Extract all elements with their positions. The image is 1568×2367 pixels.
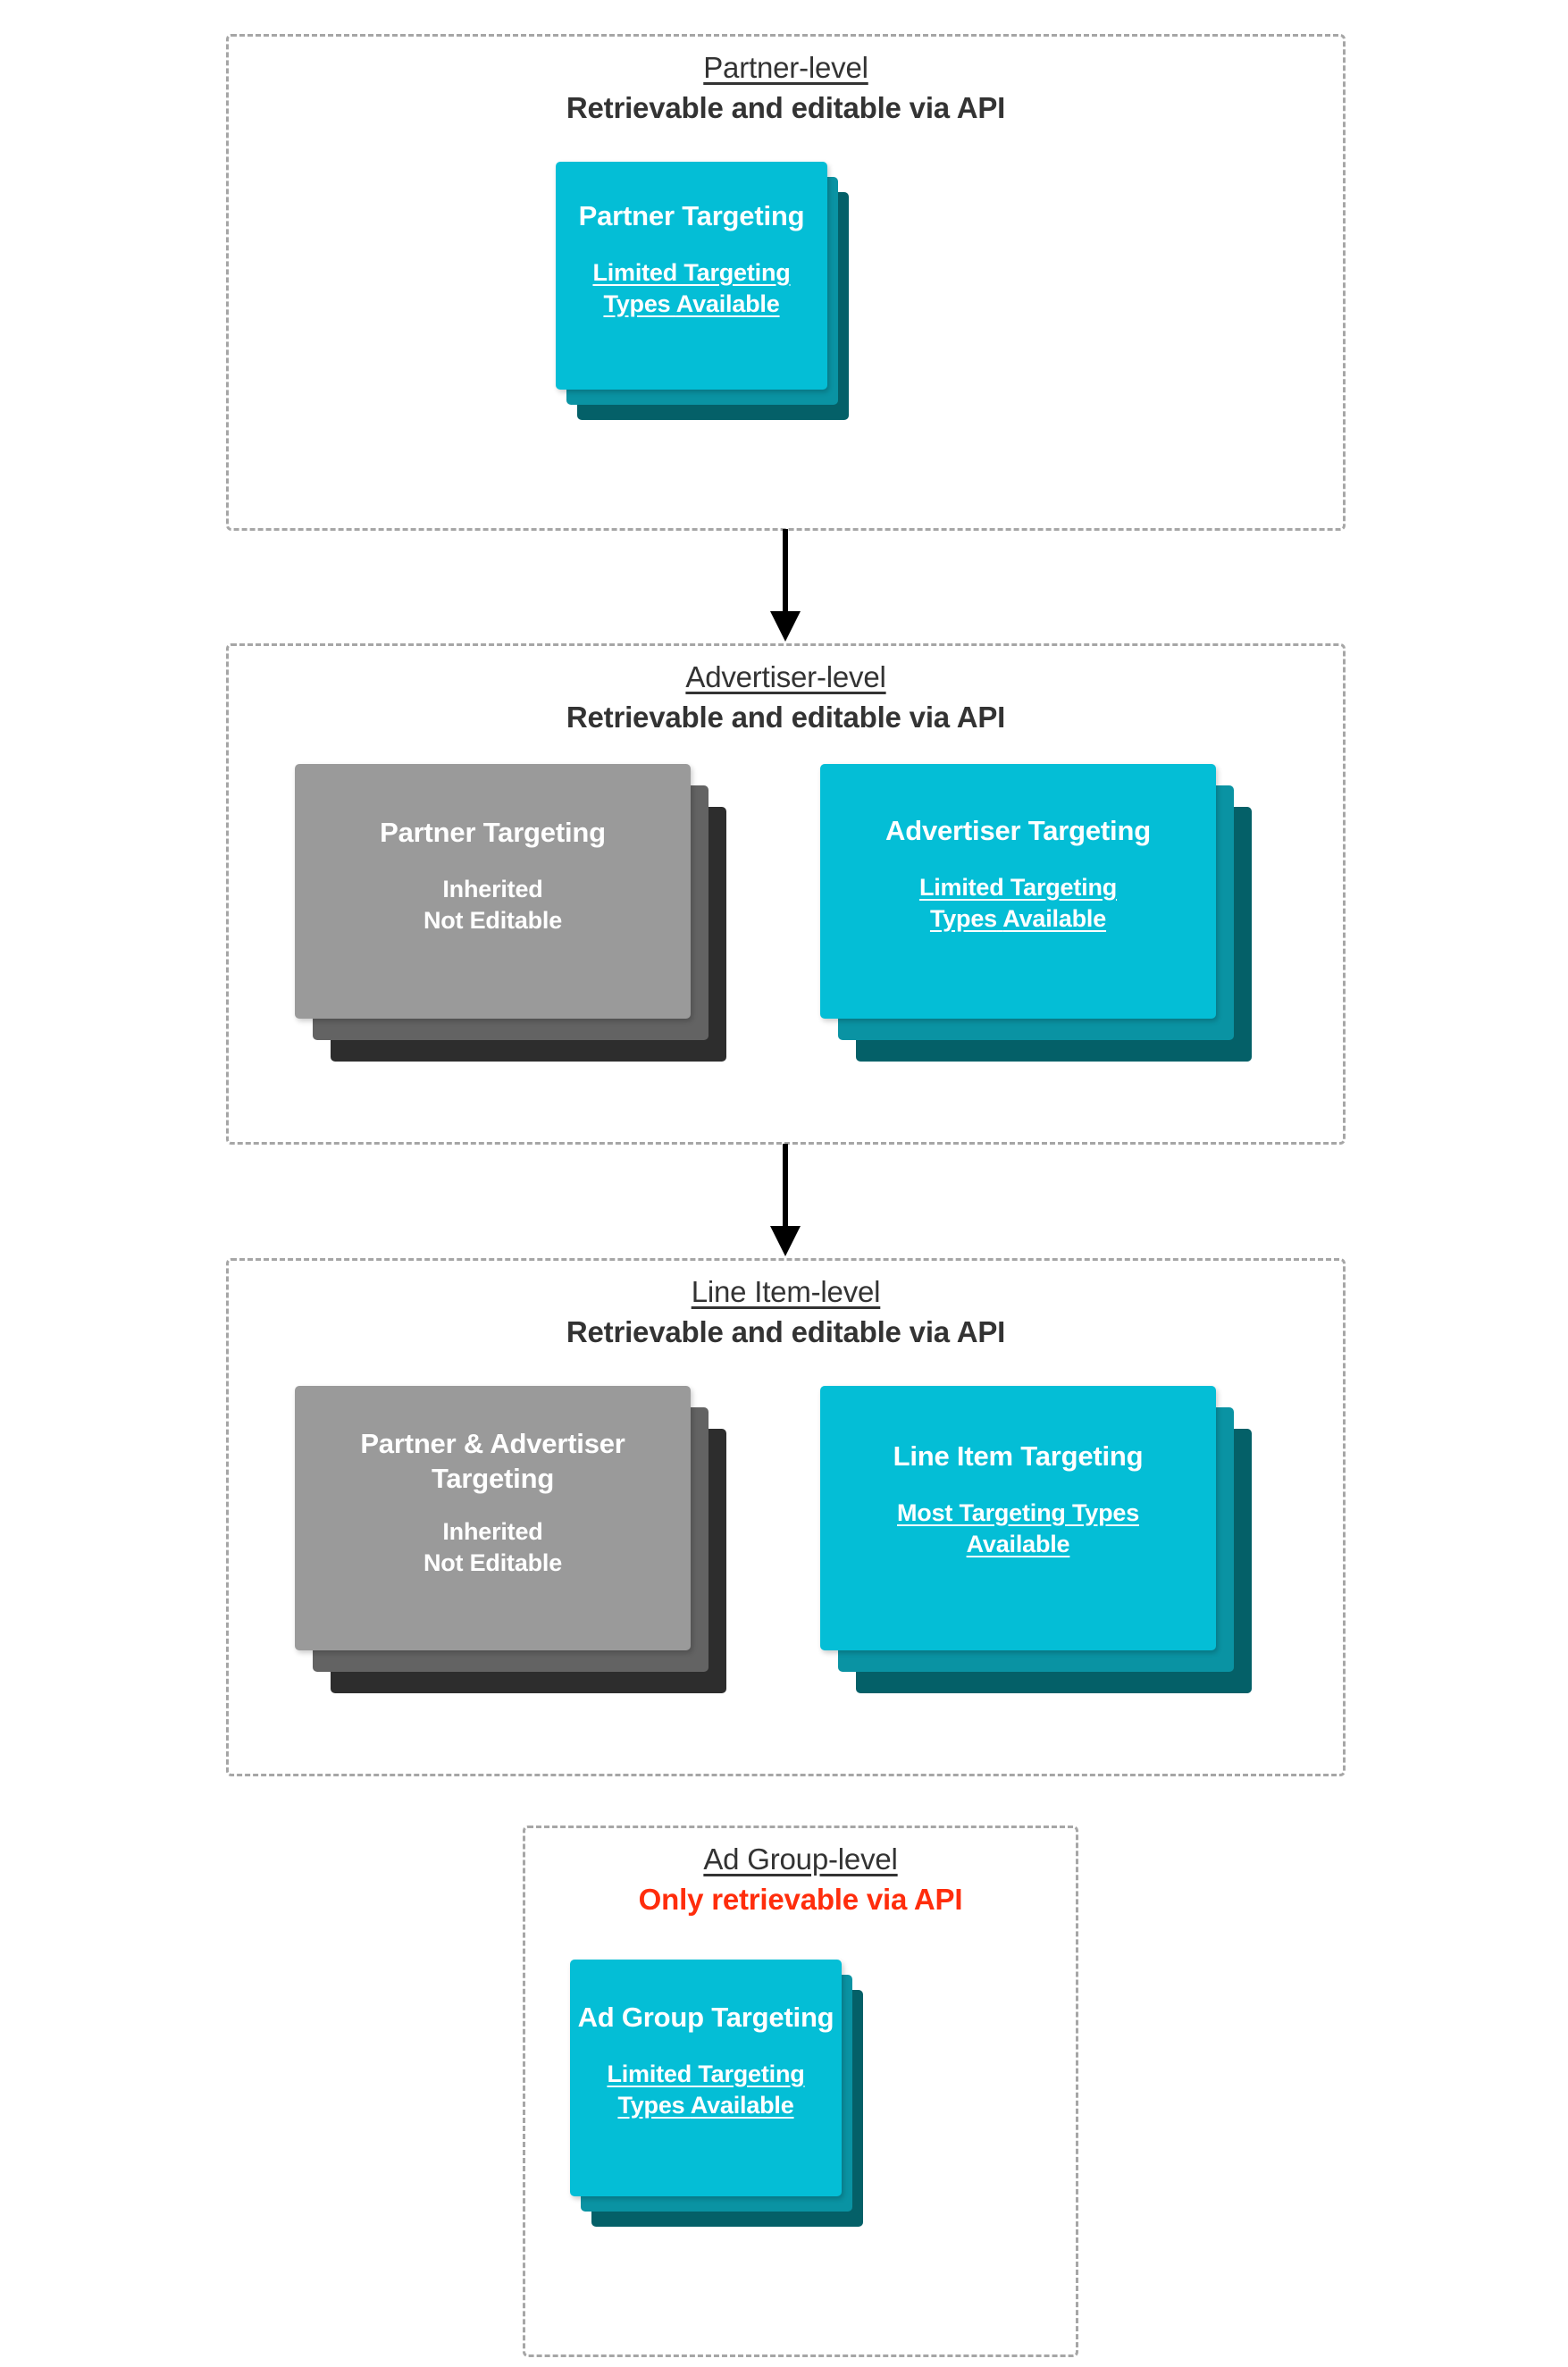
card-note-line2: Available (690, 2091, 794, 2119)
level-title-line-item: Line Item-level (691, 1275, 881, 1308)
level-header-ad-group: Ad Group-level Only retrievable via API (525, 1828, 1076, 1919)
card-note: Inherited Not Editable (423, 874, 562, 936)
card-stack-line-item-inherited: Partner & Advertiser Targeting Inherited… (295, 1386, 726, 1693)
level-header-advertiser: Advertiser-level Retrievable and editabl… (229, 646, 1343, 737)
card-title: Partner Targeting (380, 817, 606, 848)
arrow-advertiser-to-line-item (770, 1144, 801, 1256)
card-title: Ad Group Targeting (577, 2002, 834, 2033)
card-stack-partner-targeting: Partner Targeting Limited Targeting Type… (556, 162, 851, 421)
card-note-line2: Available (966, 1530, 1070, 1557)
card-advertiser-targeting[interactable]: Advertiser Targeting Limited Targeting T… (820, 764, 1216, 1019)
card-note: Limited Targeting Types Available (580, 257, 803, 320)
level-title-advertiser: Advertiser-level (685, 660, 886, 693)
card-advertiser-inherited-partner-targeting[interactable]: Partner Targeting Inherited Not Editable (295, 764, 691, 1019)
level-box-line-item: Line Item-level Retrievable and editable… (226, 1258, 1346, 1776)
card-title: Advertiser Targeting (885, 815, 1151, 846)
card-note-line1: Inherited (442, 1517, 543, 1545)
level-subtitle-partner: Retrievable and editable via API (566, 91, 1006, 125)
level-title-partner: Partner-level (703, 51, 868, 84)
card-stack-advertiser-targeting: Advertiser Targeting Limited Targeting T… (820, 764, 1252, 1062)
level-subtitle-line-item: Retrievable and editable via API (566, 1315, 1006, 1349)
level-box-advertiser: Advertiser-level Retrievable and editabl… (226, 643, 1346, 1145)
card-note: Limited Targeting Types Available (594, 2059, 818, 2121)
card-line-item-inherited-targeting[interactable]: Partner & Advertiser Targeting Inherited… (295, 1386, 691, 1650)
level-header-partner: Partner-level Retrievable and editable v… (229, 37, 1343, 128)
level-box-partner: Partner-level Retrievable and editable v… (226, 34, 1346, 531)
card-note-line1: Inherited (442, 875, 543, 902)
card-title: Partner & Advertiser Targeting (360, 1428, 625, 1494)
card-note-line2: Not Editable (423, 1549, 563, 1576)
card-title: Partner Targeting (578, 200, 805, 231)
level-title-ad-group: Ad Group-level (703, 1842, 898, 1876)
card-stack-ad-group-targeting: Ad Group Targeting Limited Targeting Typ… (570, 1960, 865, 2228)
card-note-line1: Limited Targeting Types (918, 873, 1118, 932)
card-line-item-targeting[interactable]: Line Item Targeting Most Targeting Types… (820, 1386, 1216, 1650)
card-note-line2: Not Editable (423, 906, 563, 934)
level-header-line-item: Line Item-level Retrievable and editable… (229, 1261, 1343, 1352)
card-stack-line-item-targeting: Line Item Targeting Most Targeting Types… (820, 1386, 1252, 1693)
card-ad-group-targeting[interactable]: Ad Group Targeting Limited Targeting Typ… (570, 1960, 842, 2196)
card-partner-targeting[interactable]: Partner Targeting Limited Targeting Type… (556, 162, 827, 390)
card-note-line1: Most Targeting Types (896, 1498, 1140, 1526)
card-note-line2: Available (1002, 904, 1107, 932)
card-note-line1: Limited Targeting Types (607, 2060, 805, 2119)
level-subtitle-advertiser: Retrievable and editable via API (566, 701, 1006, 734)
card-note: Most Targeting Types Available (889, 1498, 1148, 1560)
card-stack-advertiser-inherited: Partner Targeting Inherited Not Editable (295, 764, 726, 1062)
card-note: Limited Targeting Types Available (885, 872, 1153, 935)
level-subtitle-ad-group: Only retrievable via API (638, 1883, 963, 1917)
card-note: Inherited Not Editable (423, 1516, 562, 1579)
card-note-line1: Limited Targeting Types (592, 258, 791, 317)
arrow-partner-to-advertiser (770, 529, 801, 642)
card-note-line2: Available (675, 290, 780, 317)
level-box-ad-group: Ad Group-level Only retrievable via API … (523, 1826, 1078, 2357)
card-title: Line Item Targeting (893, 1440, 1144, 1472)
